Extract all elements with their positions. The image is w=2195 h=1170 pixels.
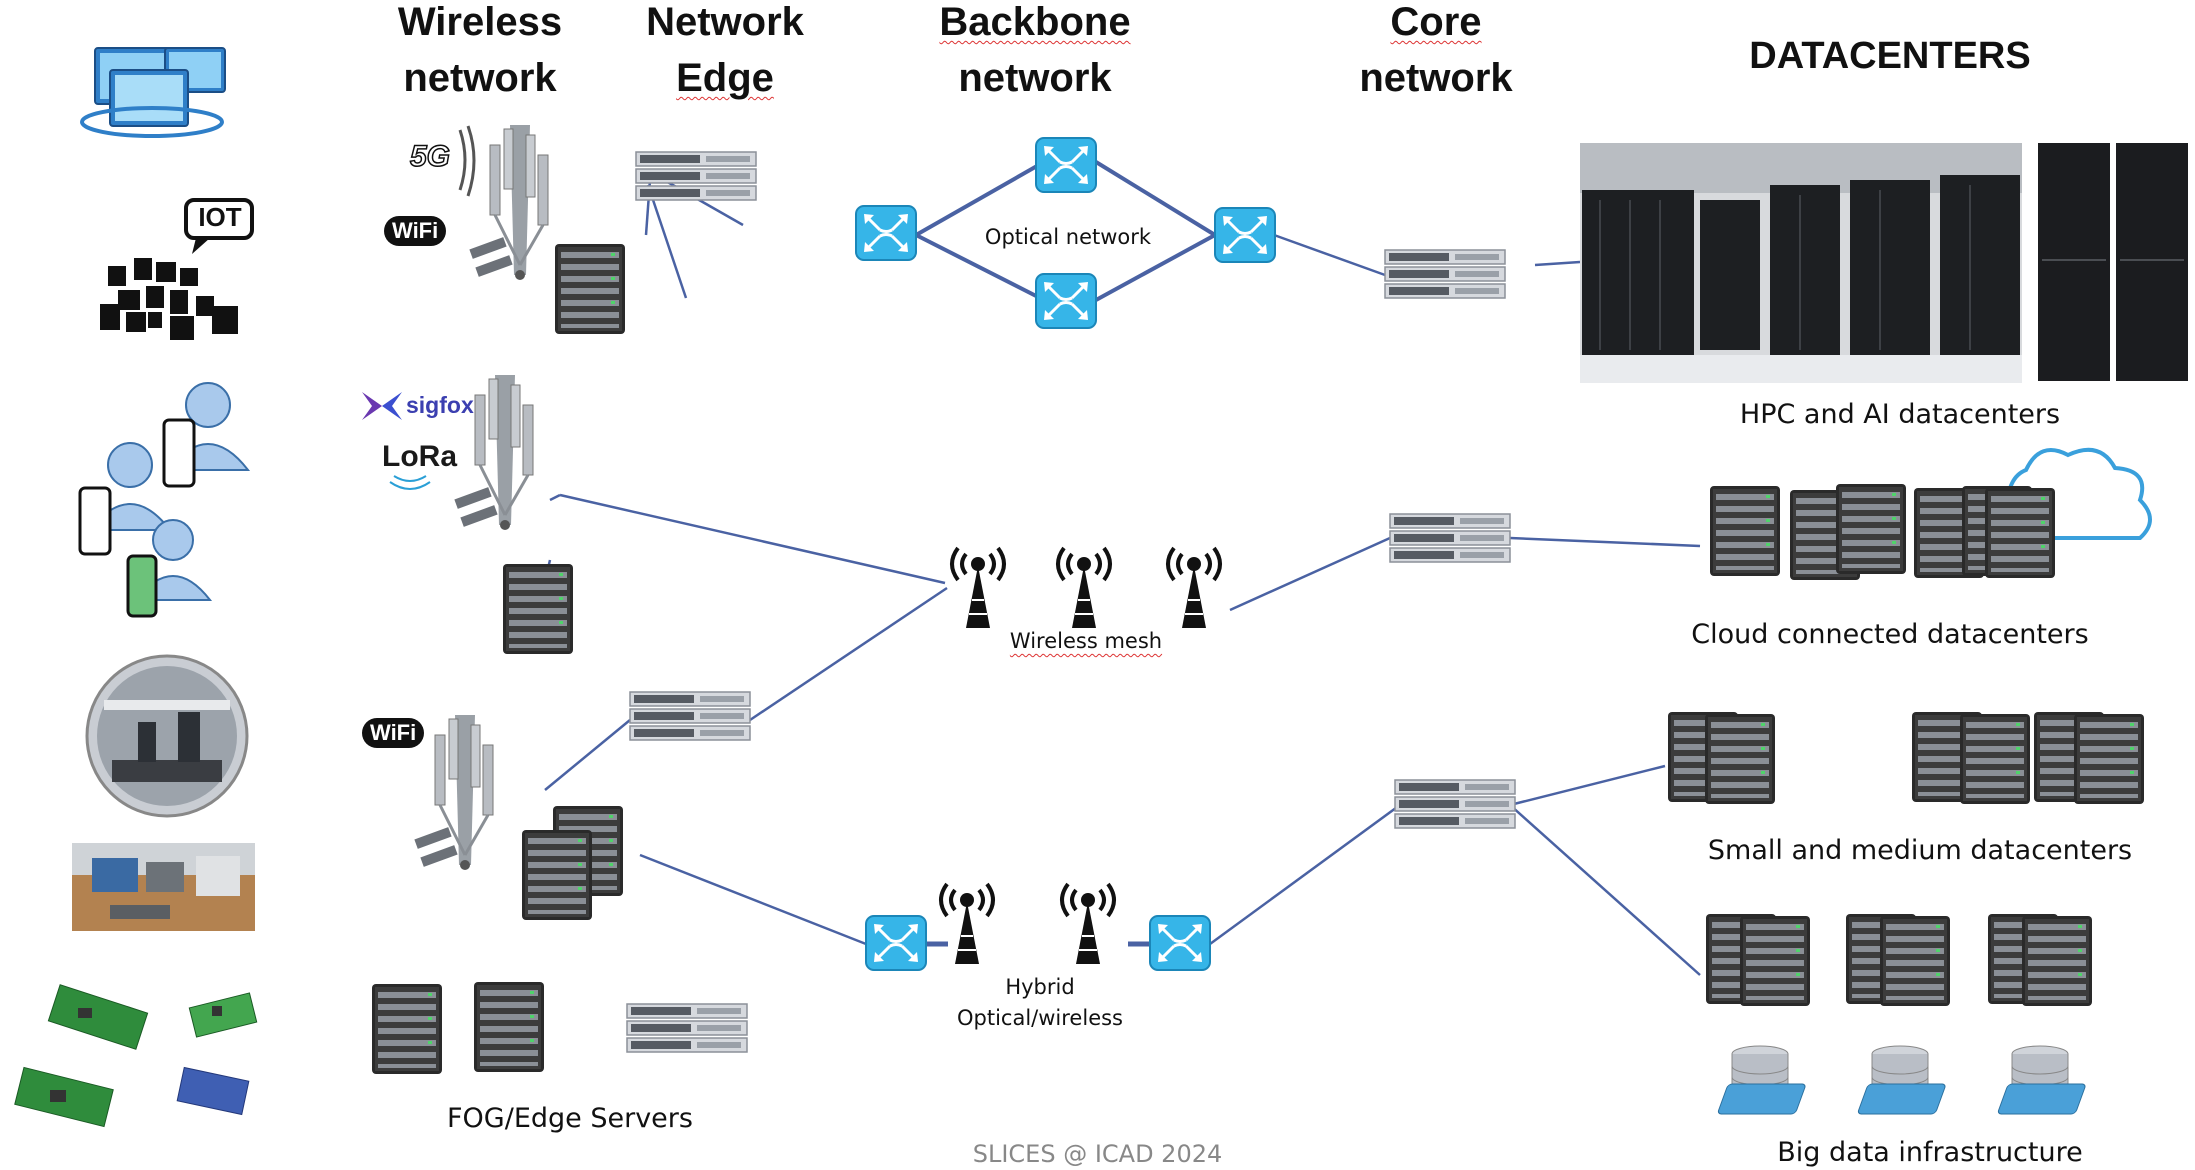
optical-router-icon (854, 204, 918, 262)
server-rack-icon (474, 982, 544, 1072)
radio-antenna-icon (1056, 546, 1112, 630)
server-rack-icon (555, 244, 625, 334)
server-rack-icon (1985, 488, 2055, 578)
server-rack-icon (2074, 714, 2144, 804)
server-rack-icon (1880, 916, 1950, 1006)
server-rack-icon (1740, 916, 1810, 1006)
cloud-connected-datacenters-label: Cloud connected datacenters (1691, 619, 2089, 650)
hybrid-label: Hybrid Optical/wireless (940, 972, 1140, 1034)
database-icon (1996, 1045, 2087, 1115)
server-rack-icon (1710, 486, 1780, 576)
footer-text: SLICES @ ICAD 2024 (972, 1140, 1223, 1168)
wireless-mesh-label: Wireless mesh (986, 626, 1186, 657)
server-rack-icon (503, 564, 573, 654)
network-switch-icon (1385, 250, 1505, 298)
network-switch-icon (636, 152, 756, 200)
small-medium-datacenters-label: Small and medium datacenters (1707, 835, 2133, 866)
5g-icon (458, 125, 476, 197)
optical-router-icon (1034, 272, 1098, 330)
server-rack-icon (2022, 916, 2092, 1006)
sigfox-badge: sigfox (406, 392, 474, 418)
cell-tower-icon (412, 713, 495, 872)
cell-tower-icon (467, 123, 550, 282)
network-switch-icon (1390, 514, 1510, 562)
lora-waves-icon (389, 475, 431, 490)
network-switch-icon (630, 692, 750, 740)
hybrid-line-2: Optical/wireless (957, 1006, 1123, 1030)
server-rack-icon (1836, 484, 1906, 574)
big-data-infrastructure-label: Big data infrastructure (1777, 1137, 2083, 1168)
iot-devices-icon (100, 198, 254, 340)
hpc-ai-datacenters-label: HPC and AI datacenters (1739, 399, 2061, 430)
laptops-icon (80, 47, 226, 138)
fog-edge-servers-label: FOG/Edge Servers (447, 1103, 693, 1134)
radio-antenna-icon (1166, 546, 1222, 630)
radio-antenna-icon (950, 546, 1006, 630)
iot-badge: IOT (198, 202, 242, 232)
lab-bench-photo (72, 843, 255, 931)
cloud-icon (2005, 447, 2152, 540)
lora-badge: LoRa (382, 440, 457, 473)
server-rack-icon (1960, 714, 2030, 804)
robot-lab-photo (85, 654, 249, 818)
server-rack-icon (522, 830, 592, 920)
network-switch-icon (627, 1004, 747, 1052)
optical-router-icon (1148, 914, 1212, 972)
datacenter-photo (1580, 143, 2188, 383)
hybrid-line-1: Hybrid (1005, 975, 1075, 999)
optical-network-label: Optical network (984, 225, 1152, 249)
optical-router-icon (864, 914, 928, 972)
mobile-users-icon (78, 382, 251, 618)
database-icon (1856, 1045, 1947, 1115)
server-rack-icon (372, 984, 442, 1074)
optical-router-icon (1213, 206, 1277, 264)
sigfox-logo (362, 392, 402, 420)
circuit-boards-icon (14, 984, 258, 1128)
wifi-badge: WiFi (362, 718, 425, 748)
radio-antenna-icon (1060, 882, 1116, 966)
wifi-badge: WiFi (384, 216, 447, 246)
header-datacenters: DATACENTERS (1749, 35, 2031, 77)
radio-antenna-icon (939, 882, 995, 966)
server-rack-icon (1705, 714, 1775, 804)
network-switch-icon (1395, 780, 1515, 828)
database-icon (1716, 1045, 1807, 1115)
optical-router-icon (1034, 136, 1098, 194)
wireless-mesh-text: Wireless mesh (1009, 629, 1163, 653)
5g-badge: 5G (409, 139, 451, 174)
link-lines (534, 160, 1701, 976)
